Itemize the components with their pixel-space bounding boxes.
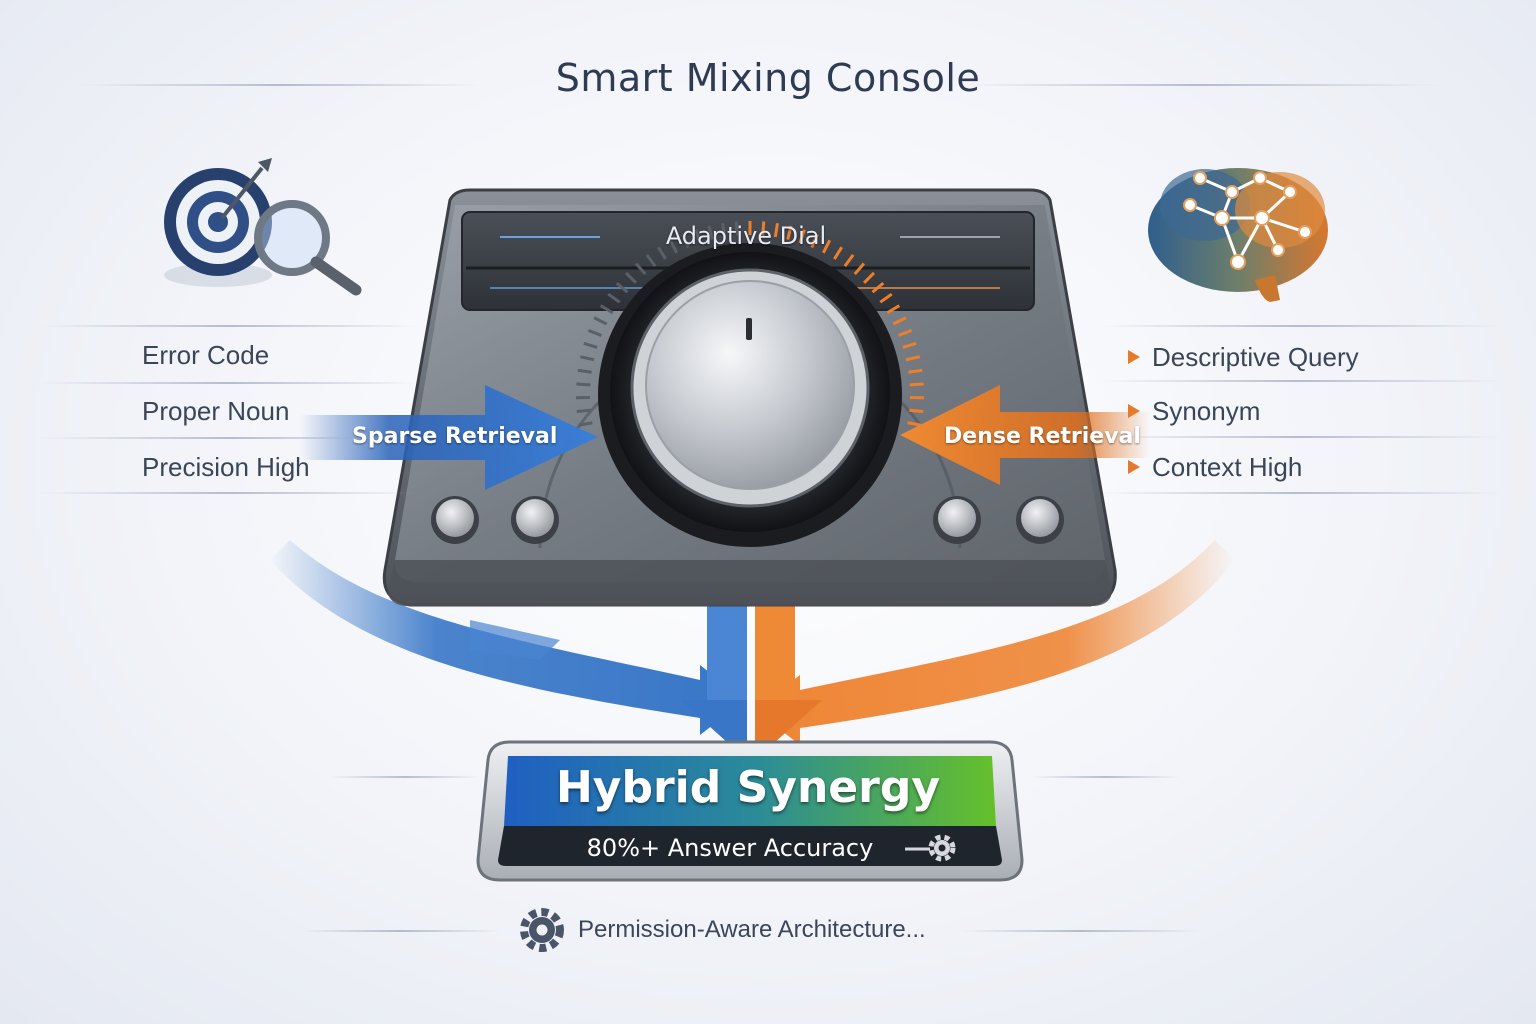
dial-tick [656, 246, 667, 260]
dial-tick [810, 233, 819, 249]
sparse-feature-proper-noun: Proper Noun [142, 396, 290, 426]
dial-tick [908, 368, 923, 374]
dial-tick [615, 282, 629, 294]
target-magnifier-icon [164, 158, 362, 296]
brain-network-icon [1148, 168, 1328, 302]
adaptive-dial-knob[interactable] [598, 243, 902, 547]
right-rule-2 [1100, 380, 1500, 382]
dial-tick [668, 239, 679, 254]
dense-bullet-2 [1128, 404, 1140, 418]
result-gear-icon [928, 834, 956, 862]
left-rule-4 [40, 492, 420, 494]
dial-tick [798, 229, 806, 244]
dial-tick [862, 271, 876, 284]
dial-tick [821, 239, 832, 254]
console-button-left-1[interactable] [431, 496, 479, 544]
sparse-feature-error-code: Error Code [142, 340, 270, 370]
dial-tick [786, 225, 793, 240]
sparse-feature-precision-high: Precision High [142, 452, 310, 482]
dial-tick [902, 341, 917, 349]
adaptive-dial-label: Adaptive Dial [665, 222, 827, 250]
dial-scale-orange [748, 221, 925, 427]
dial-tick [681, 233, 690, 249]
dial-tick [761, 221, 766, 236]
dial-tick [905, 355, 921, 362]
dial-tick [579, 355, 595, 362]
badge-rule-left [330, 776, 480, 778]
hybrid-synergy-badge [476, 740, 1024, 882]
dense-bullet-1 [1128, 350, 1140, 364]
footer-gear-icon [520, 908, 564, 952]
dial-tick [593, 316, 608, 326]
title-rule-left [80, 84, 480, 86]
console-button-right-2[interactable] [1016, 496, 1064, 544]
footer-rule-right [960, 930, 1200, 932]
dial-tick [577, 368, 592, 374]
dial-tick [909, 382, 924, 387]
sparse-flow-curve [270, 540, 745, 735]
page-title: Smart Mixing Console [555, 56, 981, 100]
dial-tick [871, 282, 885, 294]
dense-retrieval-label: Dense Retrieval [944, 424, 1141, 449]
dial-tick [773, 222, 779, 238]
dial-tick [576, 408, 591, 414]
footer-rule-left [300, 930, 500, 932]
left-rule-3 [40, 437, 420, 439]
dense-feature-synonym: Synonym [1152, 396, 1261, 426]
dial-tick [909, 408, 924, 414]
dial-tick [634, 262, 647, 276]
dial-tick [907, 421, 922, 427]
dial-tick [599, 304, 614, 315]
dense-bullet-3 [1128, 460, 1140, 474]
dial-tick [833, 246, 844, 260]
sparse-retrieval-arrow [300, 385, 598, 490]
left-rule-2 [40, 382, 420, 384]
right-rule-3 [1100, 436, 1500, 438]
dial-tick [707, 225, 714, 240]
dial-tick [607, 292, 621, 304]
dial-tick [886, 304, 901, 315]
dial-tick [721, 222, 727, 238]
footer-text: Permission-Aware Architecture... [578, 916, 926, 943]
hybrid-synergy-title: Hybrid Synergy [555, 762, 940, 813]
console-button-left-2[interactable] [511, 496, 559, 544]
badge-rule-right [1030, 776, 1180, 778]
dense-flow-curve [755, 540, 1235, 745]
hybrid-synergy-subtitle: 80%+ Answer Accuracy [586, 834, 874, 862]
right-rule-4 [1100, 492, 1500, 494]
console-button-right-1[interactable] [933, 496, 981, 544]
dense-feature-descriptive-query: Descriptive Query [1152, 342, 1359, 372]
dial-tick [694, 229, 702, 244]
dial-tick [578, 421, 593, 427]
dial-tick [897, 328, 913, 337]
right-rule-1 [1100, 325, 1500, 327]
dial-tick [879, 292, 893, 304]
dial-tick [576, 382, 591, 387]
title-rule-right [960, 84, 1440, 86]
dial-tick [624, 271, 638, 284]
dense-retrieval-arrow [900, 385, 1150, 485]
dial-tick [583, 341, 598, 349]
dial-tick [843, 253, 855, 268]
dial-tick [734, 221, 739, 236]
dial-scale-blue [575, 221, 752, 427]
left-rule-1 [40, 325, 420, 327]
dial-tick [892, 316, 907, 326]
dial-tick [587, 328, 603, 337]
dense-feature-context-high: Context High [1152, 452, 1303, 482]
sparse-retrieval-label: Sparse Retrieval [352, 424, 558, 449]
dial-tick [645, 253, 657, 268]
dial-tick [853, 262, 866, 276]
